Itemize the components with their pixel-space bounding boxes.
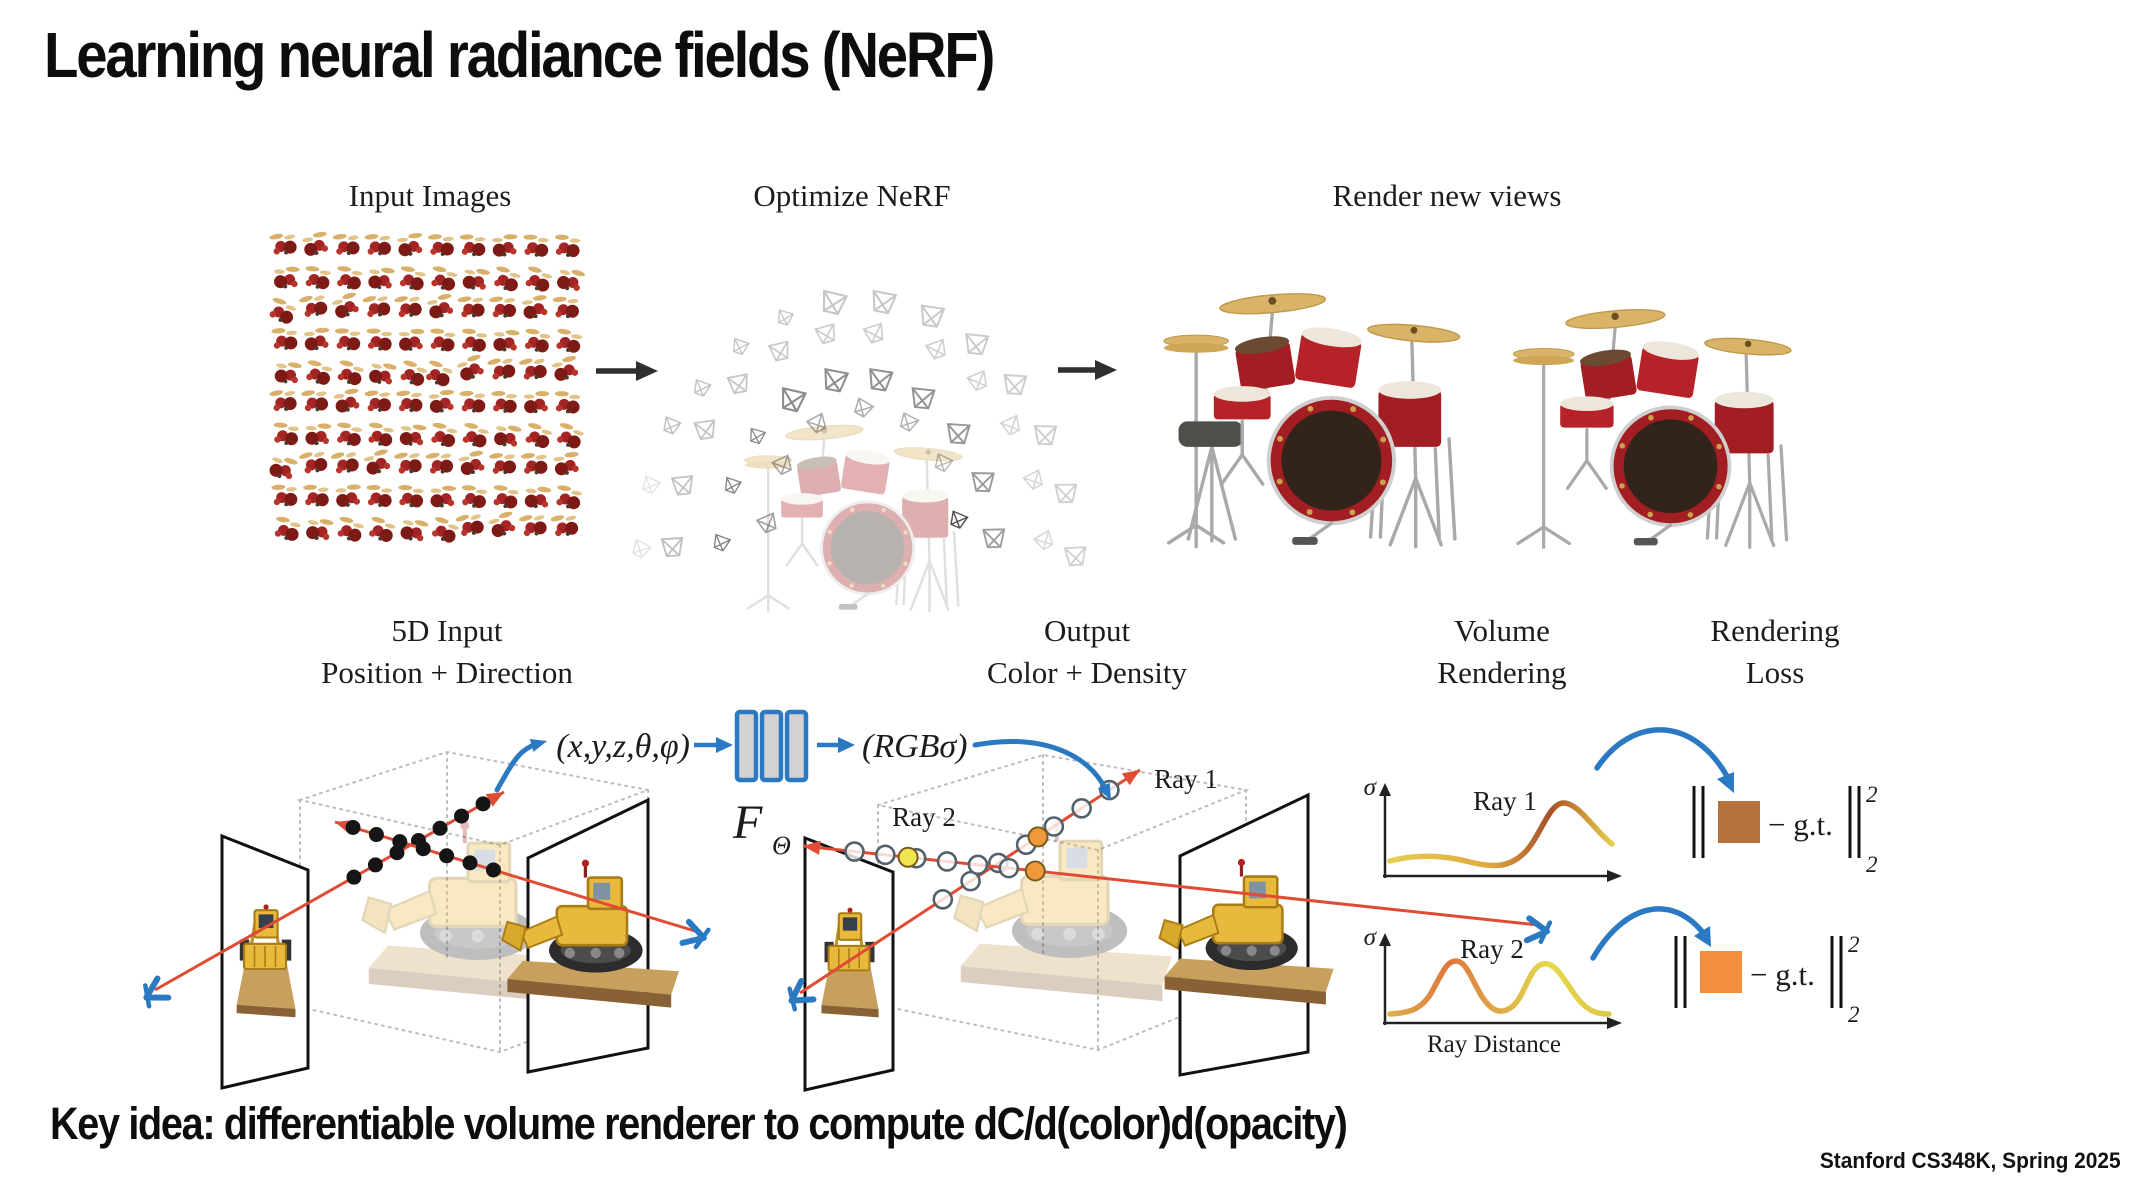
optimize-nerf-label: Optimize NeRF	[753, 178, 951, 213]
scene-ray2-label: Ray 2	[892, 802, 956, 832]
header-5d-input-line2: Position + Direction	[321, 655, 573, 690]
scene-ray1-label: Ray 1	[1154, 764, 1218, 794]
header-volume-rendering: Volume Rendering	[1352, 610, 1652, 694]
header-5d-input-line1: 5D Input	[391, 613, 503, 648]
input-images-label: Input Images	[348, 178, 512, 213]
header-loss-line1: Rendering	[1710, 613, 1840, 648]
volume-plot-ray1	[1379, 783, 1622, 882]
loss2-superscript: 2	[1848, 932, 1860, 957]
page-title: Learning neural radiance fields (NeRF)	[44, 19, 995, 91]
loss2-subscript: 2	[1848, 1002, 1860, 1027]
plot-ray1-label: Ray 1	[1473, 786, 1537, 816]
rendered-drum-view-2	[1512, 309, 1792, 549]
header-volume-line2: Rendering	[1437, 655, 1567, 690]
network-symbol-F: F	[732, 796, 763, 849]
predicted-color-swatch-2	[1700, 951, 1742, 993]
loss2-minus-gt: − g.t.	[1750, 957, 1815, 992]
camera-frustum-hemisphere	[632, 289, 1087, 613]
key-idea-text: Key idea: differentiable volume renderer…	[50, 1098, 1348, 1149]
arc-to-loss2-icon	[1590, 906, 1711, 961]
header-5d-input: 5D Input Position + Direction	[237, 610, 657, 694]
mlp-network	[694, 709, 855, 783]
header-loss-line2: Loss	[1745, 655, 1805, 690]
loss1-subscript: 2	[1866, 852, 1878, 877]
rendered-drum-view-1	[1163, 293, 1461, 549]
rendering-loss-1	[1692, 786, 1861, 858]
render-new-views-label: Render new views	[1332, 178, 1562, 213]
net-output-arrowhead-icon	[838, 737, 855, 753]
input-image-grid	[269, 231, 585, 543]
pipeline-arrow-2-icon	[1058, 360, 1117, 380]
loss1-minus-gt: − g.t.	[1768, 807, 1833, 842]
input-tuple-math: (x,y,z,θ,φ)	[556, 728, 690, 765]
course-footer: Stanford CS348K, Spring 2025	[1820, 1148, 2121, 1173]
header-output-line1: Output	[1043, 613, 1131, 648]
arc-to-loss1-icon	[1594, 727, 1734, 793]
predicted-color-swatch-1	[1718, 801, 1760, 843]
sigma-axis-label-1: σ	[1364, 774, 1378, 801]
loss1-superscript: 2	[1866, 782, 1878, 807]
pipeline-arrow-1-icon	[596, 361, 658, 381]
ray-distance-axis-label: Ray Distance	[1427, 1031, 1561, 1058]
rendering-loss-2	[1674, 936, 1843, 1008]
header-output: Output Color + Density	[877, 610, 1297, 694]
volume-plot-ray2	[1379, 933, 1622, 1029]
network-symbol-theta: Θ	[772, 831, 791, 860]
header-volume-line1: Volume	[1454, 613, 1550, 648]
output-tuple-math: (RGBσ)	[862, 728, 968, 765]
net-input-arrowhead-icon	[716, 737, 733, 753]
output-ray-scene	[787, 739, 1553, 1092]
plot-ray2-label: Ray 2	[1460, 934, 1524, 964]
sigma-axis-label-2: σ	[1364, 924, 1378, 951]
header-output-line2: Color + Density	[986, 655, 1188, 690]
input-ray-scene	[143, 738, 711, 1090]
header-rendering-loss: Rendering Loss	[1625, 610, 1925, 694]
